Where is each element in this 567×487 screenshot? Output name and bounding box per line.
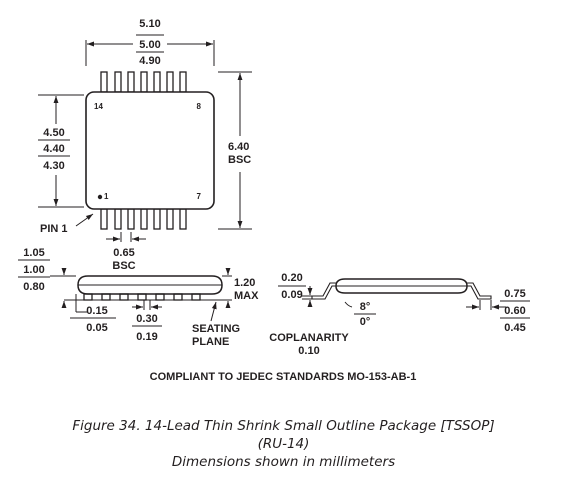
foot-length-dimension bbox=[466, 300, 530, 319]
pin1-leader bbox=[75, 213, 94, 227]
foot-length-nom: 0.60 bbox=[504, 305, 525, 317]
bottom-lead-6 bbox=[166, 208, 174, 230]
side-view bbox=[64, 275, 232, 301]
bottom-lead-7 bbox=[179, 208, 187, 230]
side-lead-6 bbox=[173, 293, 183, 301]
max-height-dimension bbox=[222, 268, 232, 308]
seating-plane-label-line1: SEATING bbox=[192, 323, 240, 335]
bottom-lead-3 bbox=[127, 208, 135, 230]
seated-height-min: 0.80 bbox=[23, 281, 44, 293]
bottom-lead-1 bbox=[100, 208, 108, 230]
top-leads bbox=[100, 71, 187, 93]
pin-label-7: 7 bbox=[197, 192, 202, 201]
pin-label-14: 14 bbox=[94, 102, 103, 111]
right-gull-wing-lead bbox=[467, 282, 492, 300]
standoff-max: 0.15 bbox=[86, 305, 107, 317]
pin-label-8: 8 bbox=[197, 102, 202, 111]
lead-thickness-min: 0.09 bbox=[281, 289, 302, 301]
lead-width-max: 0.30 bbox=[136, 313, 157, 325]
foot-length-max: 0.75 bbox=[504, 288, 525, 300]
body-width-nom: 4.40 bbox=[43, 143, 64, 155]
lead-span-note: BSC bbox=[228, 154, 251, 166]
bottom-lead-5 bbox=[153, 208, 161, 230]
top-lead-10 bbox=[153, 71, 161, 93]
bottom-lead-2 bbox=[114, 208, 122, 230]
bottom-leads bbox=[100, 208, 187, 230]
body-width-min: 4.30 bbox=[43, 160, 64, 172]
lead-thickness-max: 0.20 bbox=[281, 272, 302, 284]
lead-span-value: 6.40 bbox=[228, 141, 249, 153]
pin-label-1: 1 bbox=[104, 192, 109, 201]
lead-span-dimension bbox=[218, 71, 252, 230]
lead-pitch-dimension bbox=[106, 232, 146, 242]
body-length-min: 4.90 bbox=[139, 55, 160, 67]
pin1-marker bbox=[97, 194, 103, 200]
standoff-dimension bbox=[70, 294, 116, 319]
max-height-note: MAX bbox=[234, 290, 259, 302]
side-lead-4 bbox=[137, 293, 147, 301]
foot-angle-min: 0° bbox=[360, 316, 371, 328]
seating-plane-leader bbox=[210, 301, 217, 322]
figure-caption-package-code: (RU-14) bbox=[257, 436, 310, 452]
top-lead-11 bbox=[140, 71, 148, 93]
side-lead-2 bbox=[101, 293, 111, 301]
side-lead-5 bbox=[155, 293, 165, 301]
top-lead-9 bbox=[166, 71, 174, 93]
lead-pitch-note: BSC bbox=[112, 260, 135, 272]
lead-width-dimension bbox=[132, 300, 162, 327]
seated-height-nom: 1.00 bbox=[23, 264, 44, 276]
compliance-note: COMPLIANT TO JEDEC STANDARDS MO-153-AB-1 bbox=[150, 371, 417, 383]
body-width-max: 4.50 bbox=[43, 127, 64, 139]
bottom-lead-4 bbox=[140, 208, 148, 230]
left-gull-wing-lead bbox=[311, 282, 336, 300]
seated-height-dimension bbox=[18, 259, 76, 308]
body-width-dimension bbox=[38, 94, 84, 208]
body-length-max: 5.10 bbox=[139, 18, 160, 30]
end-view bbox=[311, 278, 492, 300]
side-lead-1 bbox=[83, 293, 93, 301]
foot-angle-max: 8° bbox=[360, 301, 371, 313]
top-lead-12 bbox=[127, 71, 135, 93]
lead-thickness-dimension bbox=[278, 285, 314, 307]
max-height-value: 1.20 bbox=[234, 277, 255, 289]
coplanarity-value: 0.10 bbox=[298, 345, 319, 357]
top-view bbox=[85, 71, 215, 230]
top-lead-8 bbox=[179, 71, 187, 93]
body-length-nom: 5.00 bbox=[139, 39, 160, 51]
seating-plane-label-line2: PLANE bbox=[192, 336, 229, 348]
side-lead-3 bbox=[119, 293, 129, 301]
package-body bbox=[85, 91, 215, 210]
side-leads bbox=[83, 293, 201, 301]
coplanarity-label: COPLANARITY bbox=[269, 332, 349, 344]
foot-angle-dimension bbox=[344, 301, 376, 315]
body-length-dimension bbox=[85, 34, 215, 66]
figure-caption-title: Figure 34. 14-Lead Thin Shrink Small Out… bbox=[72, 418, 495, 434]
side-lead-7 bbox=[191, 293, 201, 301]
lead-width-min: 0.19 bbox=[136, 331, 157, 343]
foot-length-min: 0.45 bbox=[504, 322, 525, 334]
seated-height-max: 1.05 bbox=[23, 247, 44, 259]
standoff-min: 0.05 bbox=[86, 322, 107, 334]
lead-pitch-value: 0.65 bbox=[113, 247, 134, 259]
top-lead-14 bbox=[100, 71, 108, 93]
pin1-label: PIN 1 bbox=[40, 223, 68, 235]
figure-caption-units: Dimensions shown in millimeters bbox=[171, 454, 396, 470]
top-lead-13 bbox=[114, 71, 122, 93]
